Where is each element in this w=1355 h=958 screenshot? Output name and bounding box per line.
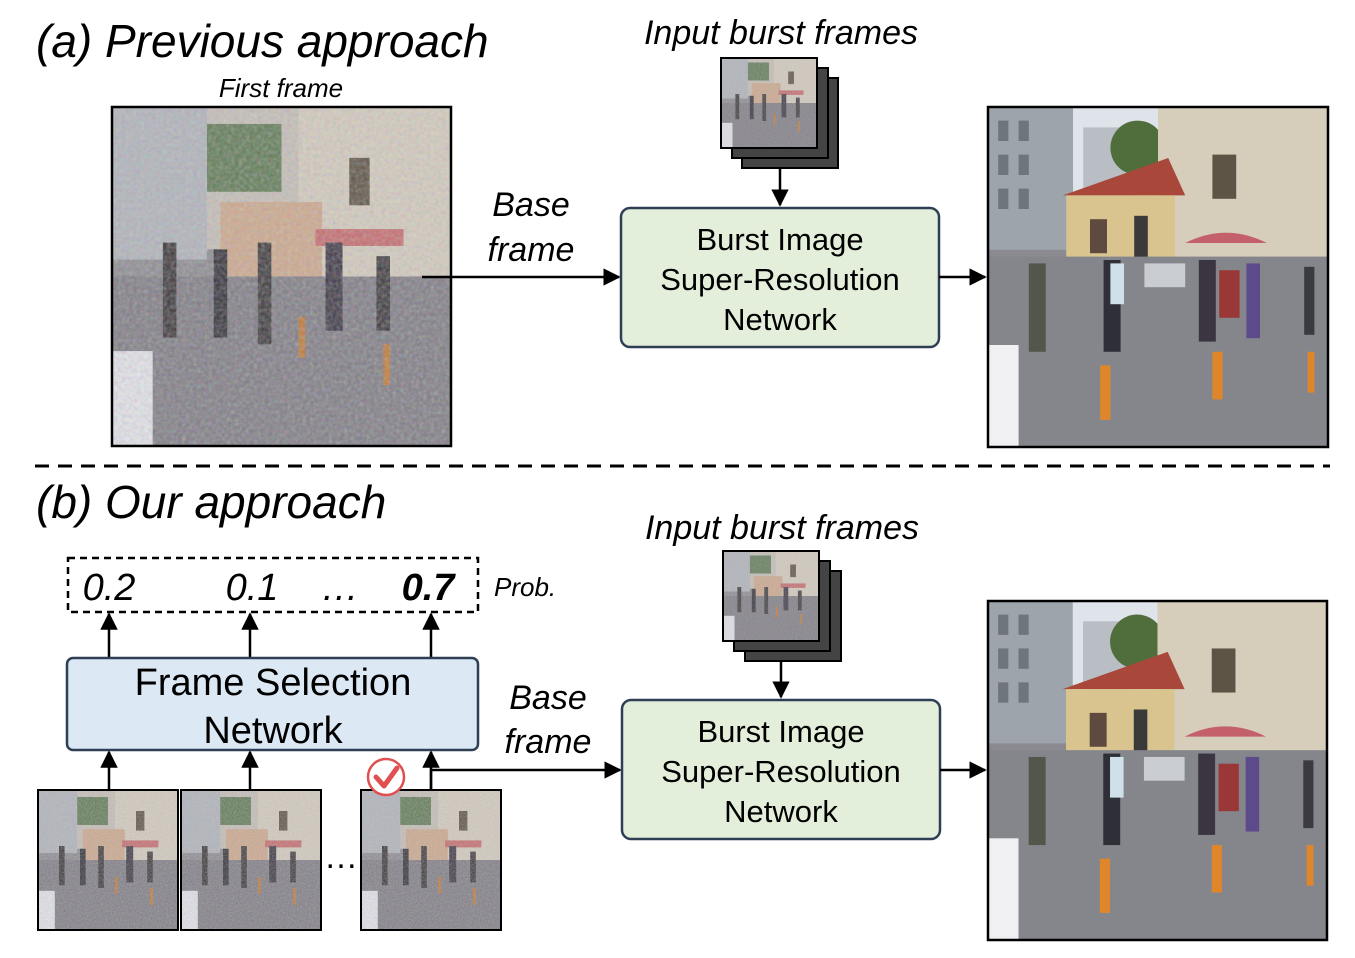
- selected-check-icon: [366, 757, 406, 797]
- prob-label: Prob.: [494, 572, 556, 602]
- top-output-image: [986, 105, 1330, 449]
- top-sr-network-box: Burst Image Super-Resolution Network: [619, 206, 941, 349]
- top-burst-stack: [720, 57, 839, 169]
- bottom-sr-line3: Network: [724, 794, 838, 829]
- top-sr-line2: Super-Resolution: [660, 262, 900, 297]
- bottom-sr-line1: Burst Image: [697, 714, 864, 749]
- fsn-line1: Frame Selection: [135, 662, 412, 704]
- first-frame-label: First frame: [219, 73, 343, 103]
- prob-ellipsis: …: [321, 567, 359, 609]
- burst-frame-2: [180, 789, 322, 931]
- bottom-sr-network-box: Burst Image Super-Resolution Network: [620, 698, 942, 841]
- bottom-base-frame-label-line1: Base: [509, 679, 587, 717]
- panel-b-title: (b) Our approach: [36, 476, 386, 528]
- bottom-sr-line2: Super-Resolution: [661, 754, 901, 789]
- bottom-burst-stack: [722, 550, 842, 662]
- panel-a-title: (a) Previous approach: [36, 15, 489, 67]
- top-sr-line3: Network: [723, 302, 837, 337]
- top-sr-line1: Burst Image: [696, 222, 863, 257]
- burst-frame-1: [37, 789, 179, 931]
- bottom-base-frame-label-line2: frame: [505, 723, 592, 761]
- fsn-line2: Network: [203, 710, 343, 752]
- probability-box: 0.2 0.1 … 0.7: [66, 556, 480, 614]
- prob-value-selected: 0.7: [402, 567, 457, 609]
- prob-value-1: 0.2: [83, 567, 136, 609]
- top-base-frame-label-line1: Base: [492, 186, 570, 224]
- frame-selection-network-box: Frame Selection Network: [65, 656, 480, 752]
- bottom-output-image: [986, 599, 1329, 942]
- burst-frame-selected: [360, 789, 502, 931]
- prob-value-2: 0.1: [226, 567, 279, 609]
- top-input-burst-label: Input burst frames: [644, 14, 918, 52]
- first-frame-image: [110, 105, 453, 448]
- bottom-input-burst-label: Input burst frames: [645, 509, 919, 547]
- frames-ellipsis: …: [324, 838, 358, 876]
- top-base-frame-label-line2: frame: [488, 231, 575, 269]
- bottom-base-frame-arrow: [429, 761, 622, 790]
